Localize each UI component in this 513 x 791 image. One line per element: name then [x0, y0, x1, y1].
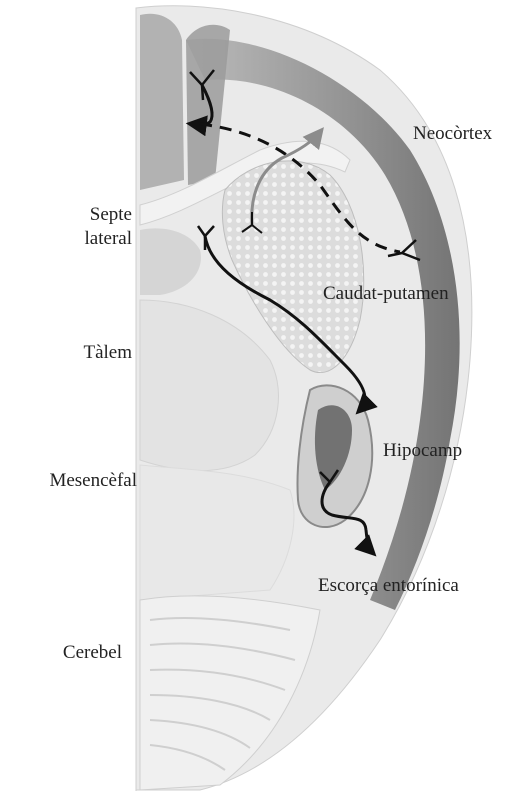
- cerebellum-region: [140, 596, 320, 790]
- medial-cortex: [140, 14, 184, 190]
- label-hippocampus: Hipocamp: [383, 440, 462, 462]
- label-lateral-septum-line2: lateral: [50, 228, 132, 250]
- label-cerebellum: Cerebel: [20, 642, 122, 664]
- label-lateral-septum-line1: Septe: [50, 204, 132, 226]
- label-caudate-putamen: Caudat-putamen: [323, 283, 449, 305]
- label-neocortex: Neocòrtex: [413, 123, 492, 145]
- label-midbrain: Mesencèfal: [0, 470, 137, 492]
- label-thalamus: Tàlem: [30, 342, 132, 364]
- midbrain-region: [140, 465, 294, 600]
- label-entorhinal-cortex: Escorça entorínica: [318, 575, 459, 597]
